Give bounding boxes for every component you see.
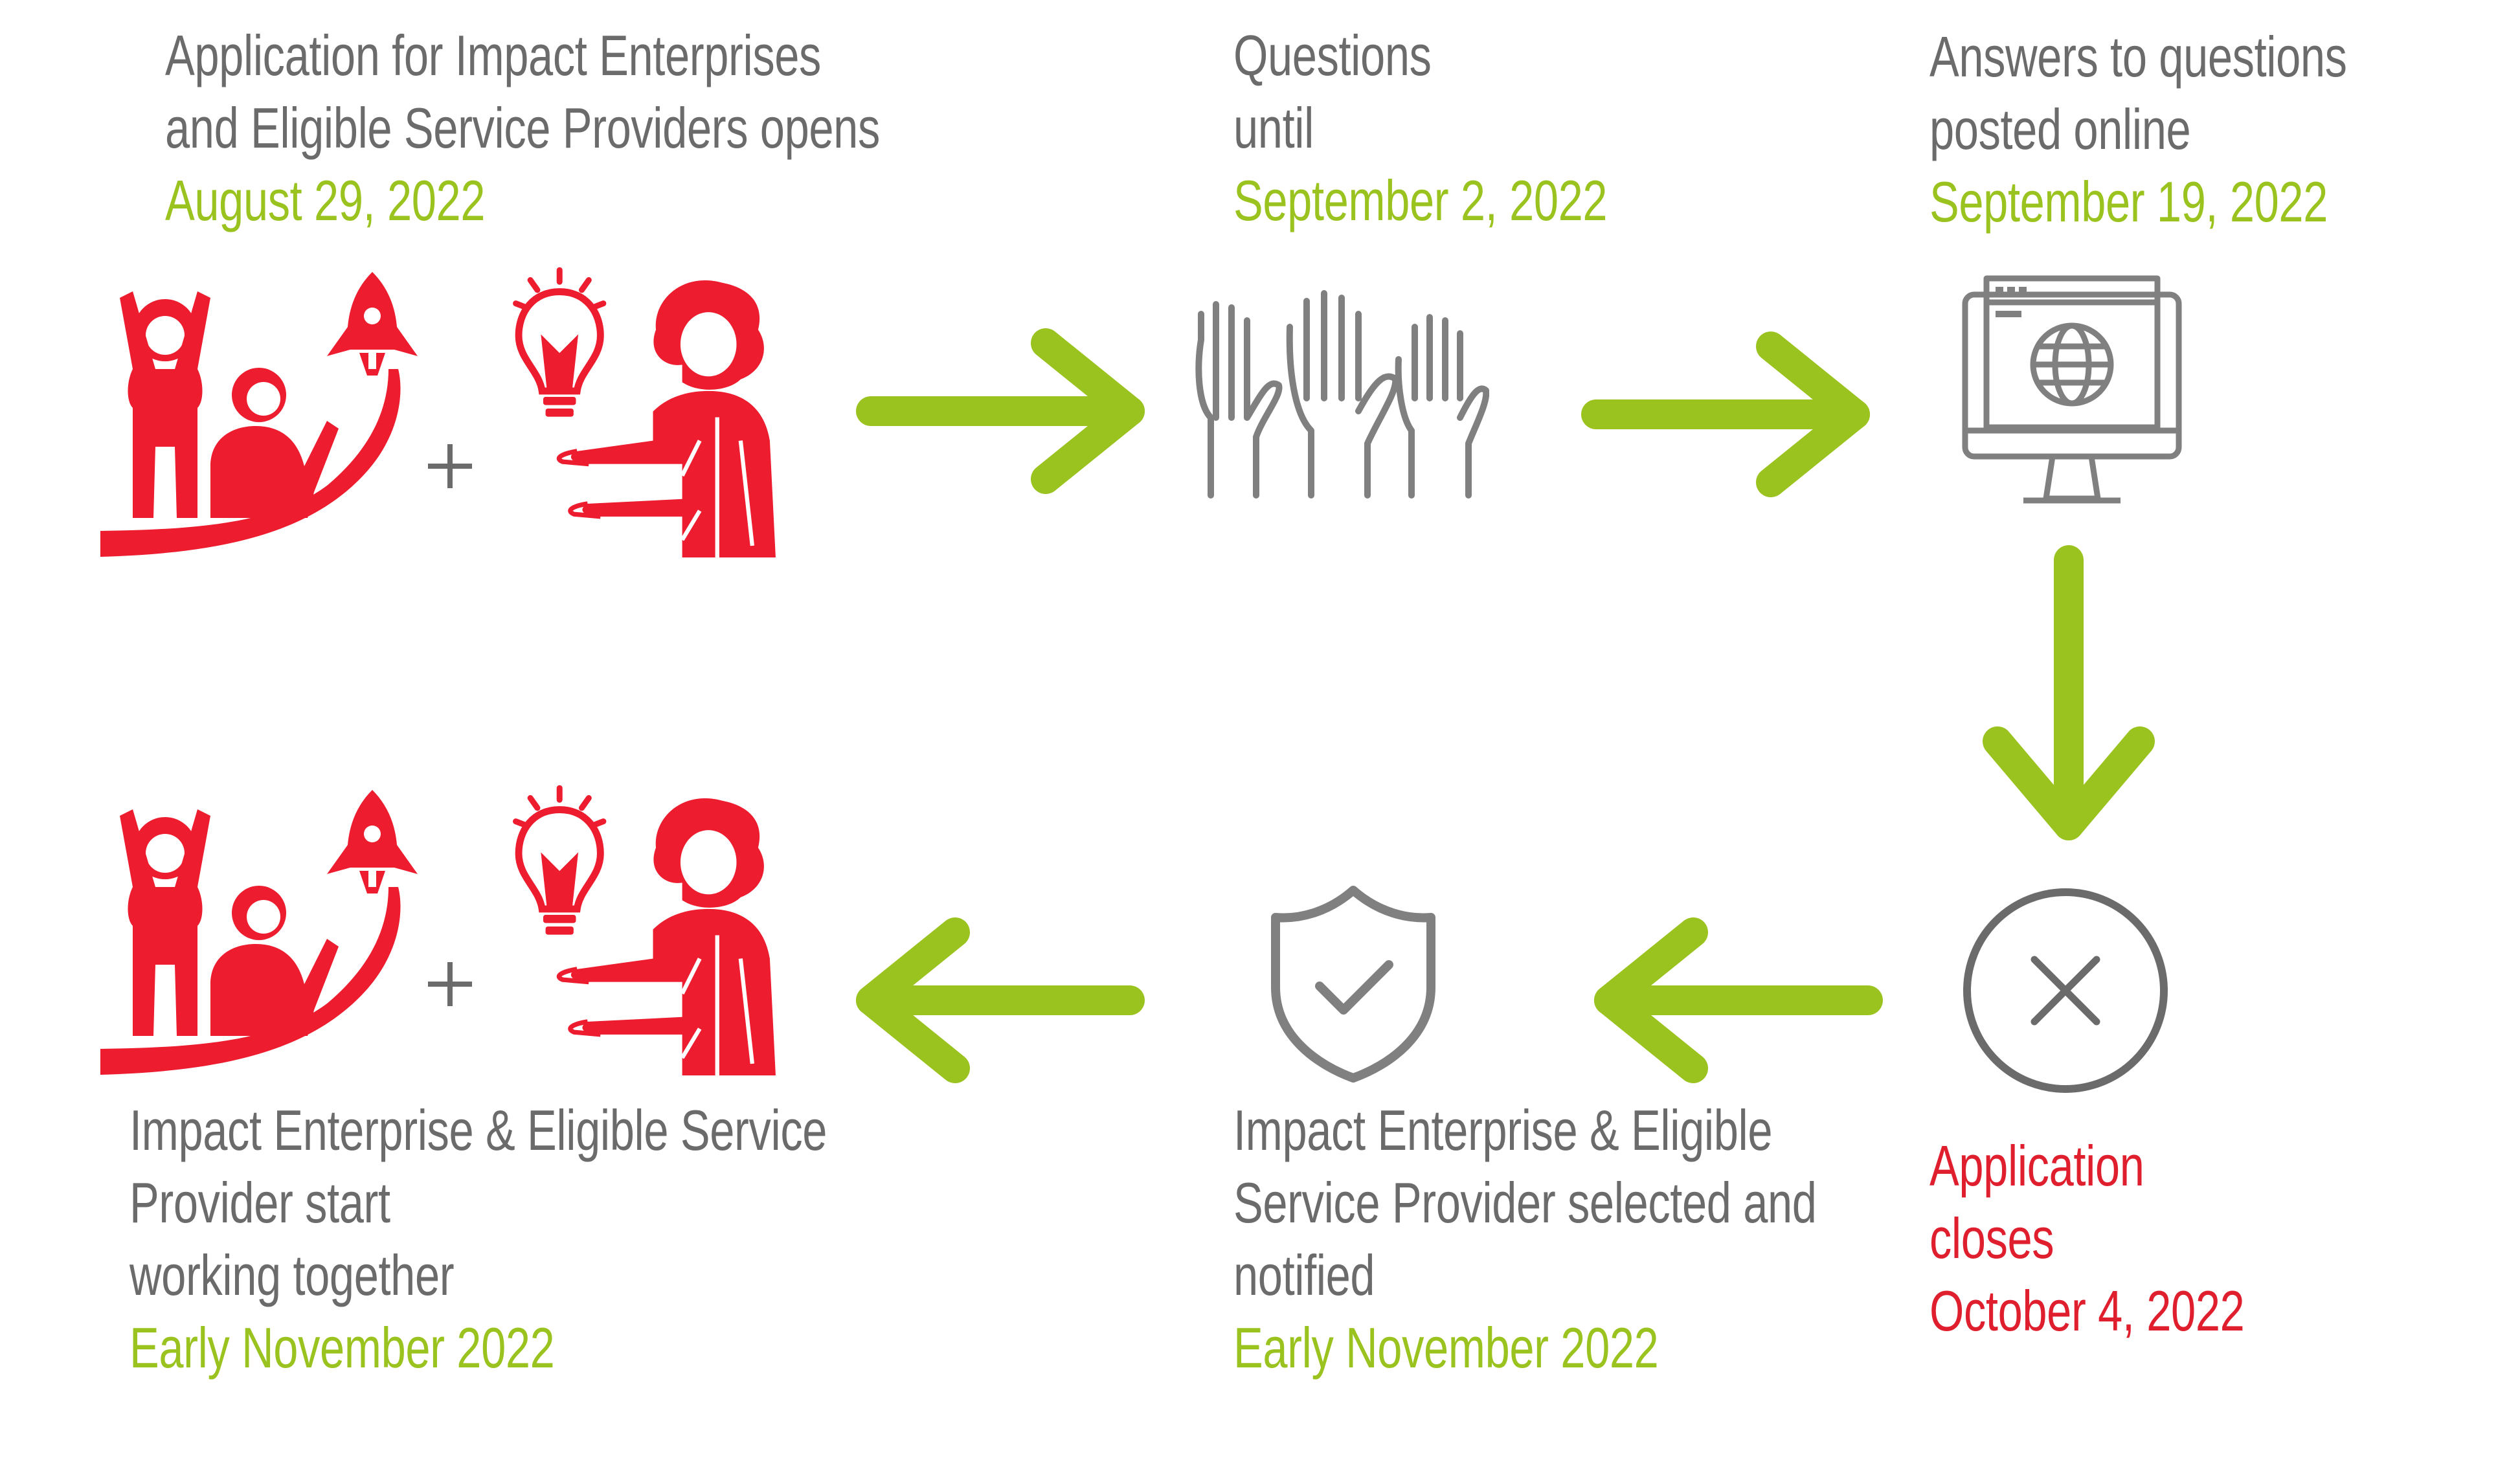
step-3-line-2: posted online (1929, 97, 2191, 161)
step-6-line-2: Provider start (129, 1171, 390, 1235)
arrow-left-icon (1594, 917, 1883, 1083)
step-4-caption: Application closes October 4, 2022 (1929, 1130, 2245, 1347)
arrow-right-icon (1581, 331, 1870, 497)
arrow-down-icon (1983, 545, 2155, 840)
step-4-line-1: Application (1929, 1134, 2144, 1198)
step-1-date: August 29, 2022 (165, 168, 486, 232)
raised-hands-icon (1195, 290, 1489, 499)
step-1-line-1: Application for Impact Enterprises (165, 23, 821, 87)
enterprise-group-icon (100, 272, 418, 557)
step-5-line-2: Service Provider selected and (1233, 1171, 1817, 1235)
step-6-date: Early November 2022 (129, 1316, 555, 1380)
step-6-line-3: working together (129, 1243, 455, 1307)
plus-icon (428, 444, 472, 488)
shield-check-icon (1271, 886, 1435, 1083)
service-provider-icon (492, 265, 796, 563)
step-1-line-2: and Eligible Service Providers opens (165, 96, 880, 160)
step-2-line-2: until (1233, 96, 1314, 160)
step-6-caption: Impact Enterprise & Eligible Service Pro… (129, 1094, 827, 1384)
step-5-caption: Impact Enterprise & Eligible Service Pro… (1233, 1094, 1817, 1384)
step-3-caption: Answers to questions posted online Septe… (1929, 21, 2347, 238)
step-2-line-1: Questions (1233, 23, 1432, 87)
step-6-line-1: Impact Enterprise & Eligible Service (129, 1098, 827, 1162)
step-3-date: September 19, 2022 (1929, 170, 2328, 234)
service-provider-icon (492, 783, 796, 1081)
arrow-right-icon (856, 328, 1145, 494)
arrow-left-icon (856, 917, 1145, 1083)
plus-icon (428, 962, 472, 1006)
step-3-line-1: Answers to questions (1929, 25, 2347, 89)
step-2-date: September 2, 2022 (1233, 168, 1608, 232)
step-4-date: October 4, 2022 (1929, 1279, 2245, 1343)
step-4-line-2: closes (1929, 1206, 2054, 1270)
step-5-date: Early November 2022 (1233, 1316, 1659, 1380)
step-1-caption: Application for Impact Enterprises and E… (165, 19, 880, 237)
step-5-line-1: Impact Enterprise & Eligible (1233, 1098, 1773, 1162)
close-circle-icon (1963, 888, 2168, 1093)
web-monitor-icon (1962, 275, 2182, 504)
enterprise-group-icon (100, 790, 418, 1075)
step-5-line-3: notified (1233, 1243, 1375, 1307)
step-2-caption: Questions until September 2, 2022 (1233, 19, 1608, 237)
